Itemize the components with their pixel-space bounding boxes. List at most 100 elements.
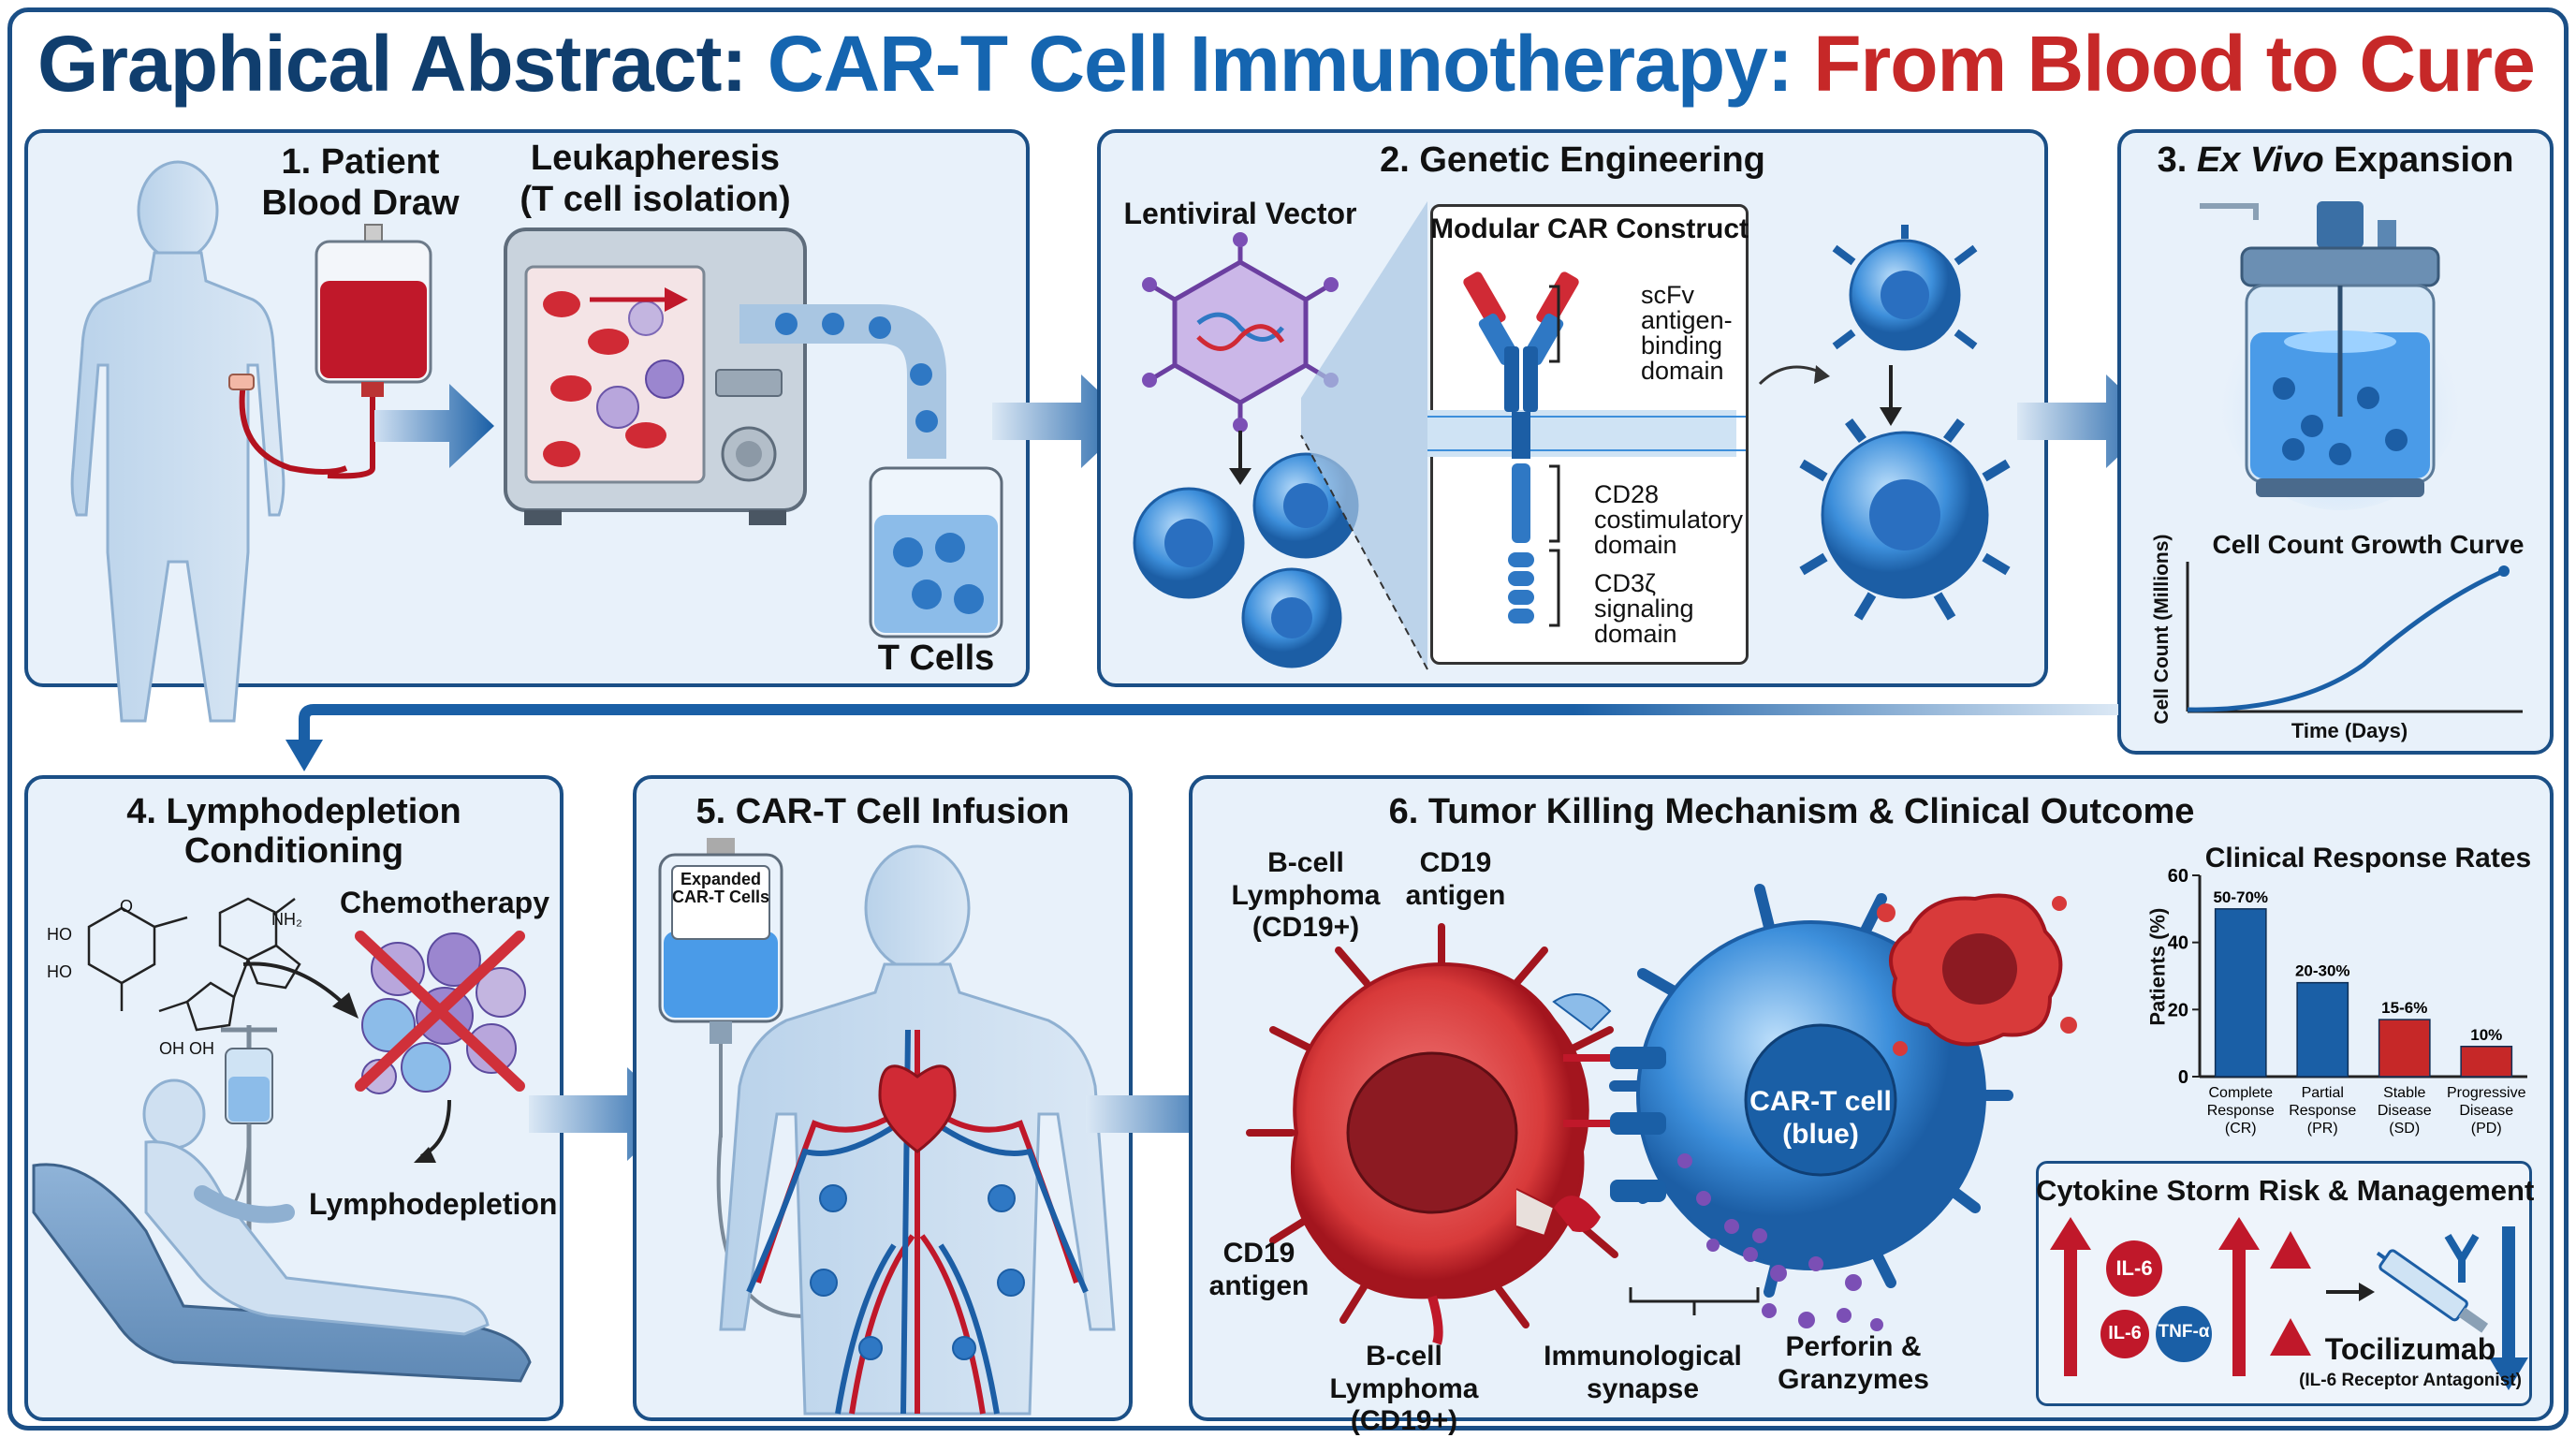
chart-category-label: Partial [2302,1085,2344,1101]
construct-title: Modular CAR Construct [1430,213,1749,244]
growth-curve-plot [2186,562,2523,713]
panel4-title-line2: Conditioning [183,831,404,871]
il6-badge-1: IL-6 [2115,1256,2153,1280]
arrow-right-icon [992,374,1131,468]
chart-category-label: Progressive [2447,1085,2526,1101]
growth-curve-title: Cell Count Growth Curve [2212,530,2525,559]
perforin-label: Perforin & Granzymes [1778,1331,1929,1395]
chart-category-label: Response [2289,1103,2356,1119]
growth-curve-xlabel: Time (Days) [2291,719,2408,742]
chart-data-label: 50-70% [2213,888,2268,906]
tumor-cell-icon [1246,923,1618,1345]
tcell-bag-icon [869,466,1003,638]
chem-label-ohoh: OH OH [159,1039,215,1058]
leukapheresis-subtitle: (T cell isolation) [520,180,791,219]
chart-y-tick-label: 20 [2168,1000,2188,1020]
chart-category-label: Stable [2383,1085,2425,1101]
chart-bar [2296,981,2349,1078]
chart-category-label: Response [2207,1103,2275,1119]
tnf-badge: TNF-α [2158,1322,2210,1342]
chart-y-tick-label: 40 [2168,933,2188,954]
zoom-wedge [1300,201,1428,670]
cytokine-title: Cytokine Storm Risk & Management [2036,1174,2535,1207]
chart-category-label: (PR) [2307,1121,2338,1137]
circulatory-body-icon [719,844,1116,1416]
chart-category-label: (SD) [2389,1121,2420,1137]
depleted-cells-icon [355,931,526,1094]
step1-label: 1. Patient Blood Draw [261,142,460,223]
lymphoma-bottom-label: B-cell Lymphoma (CD19+) [1329,1341,1479,1436]
car-construct-diagram [1427,271,1746,627]
apheresis-machine-icon [504,227,807,525]
drug-label: Tocilizumab [2324,1332,2496,1366]
panel3-title: 3. Ex Vivo Expansion [2117,140,2554,181]
chem-label-nh2: NH₂ [271,910,302,929]
chart-bar [2378,1019,2431,1078]
human-silhouette-icon [70,160,285,723]
car-t-cells-icon [1758,225,2011,621]
blood-bag-icon [315,224,432,479]
chart-data-label: 20-30% [2295,962,2350,980]
chemotherapy-label: Chemotherapy [339,886,550,919]
title-part2: CAR-T Cell Immunotherapy: [767,20,1793,108]
tcells-label: T Cells [877,638,995,678]
chart-data-label: 15-6% [2381,999,2427,1017]
chart-bar [2460,1046,2513,1078]
curved-arrow-icon [414,1099,451,1163]
cd19-left-label: CD19 antigen [1208,1238,1310,1301]
lymphoma-top-label: B-cell Lymphoma (CD19+) [1231,847,1381,943]
cd3-label: CD3ζ signaling domain [1594,569,1694,648]
chart-bar [2214,908,2267,1078]
panel3-title-rest: Expansion [2334,140,2514,180]
page-title: Graphical Abstract: CAR-T Cell Immunothe… [37,19,2536,110]
cd28-label: CD28 costimulatory domain [1594,480,1744,559]
lymphodepletion-label: Lymphodepletion [309,1187,558,1221]
panel2-title: 2. Genetic Engineering [1380,140,1765,180]
chart-data-label: 10% [2470,1026,2502,1044]
title-part1: Graphical Abstract: [37,20,747,108]
arrow-right-icon [374,384,494,468]
connector-arrow-icon [285,704,2118,771]
tcell-tube-icon [739,304,946,459]
chart-y-tick-label: 0 [2178,1067,2188,1088]
bioreactor-icon [2200,201,2462,510]
drug-sublabel: (IL-6 Receptor Antagonist) [2299,1371,2522,1390]
infusion-bag-icon [658,838,783,1137]
dying-tumor-cell-icon [1877,893,2077,1056]
chem-label-ho2: HO [47,962,72,981]
panel6-title: 6. Tumor Killing Mechanism & Clinical Ou… [1388,792,2195,831]
chart-y-tick-label: 60 [2168,866,2188,887]
chart-category-label: (CR) [2225,1121,2257,1137]
synapse-bracket [1629,1287,1760,1315]
growth-curve-ylabel: Cell Count (Millions) [2150,534,2173,725]
cart-cell-label: CAR-T cell (blue) [1749,1086,1892,1150]
synapse-label: Immunological synapse [1544,1341,1742,1404]
vector-label: Lentiviral Vector [1123,197,1357,230]
chem-label-o: O [120,897,134,916]
scfv-label: scFv antigen-binding domain [1641,281,1733,385]
lentivirus-icon [1142,232,1339,433]
chart-category-label: Disease [2378,1103,2432,1119]
panel4-title-line1: 4. Lymphodepletion [126,792,461,831]
chart-category-label: Complete [2209,1085,2274,1101]
panel5-title: 5. CAR-T Cell Infusion [695,792,1070,831]
panel3-title-italic: Ex Vivo [2196,140,2324,180]
chart-title: Clinical Response Rates [2204,843,2532,873]
il6-badge-2: IL-6 [2108,1323,2142,1343]
chart-category-label: (PD) [2471,1121,2502,1137]
panel3-title-num: 3. [2157,140,2188,180]
arrow-down-icon [1229,431,1251,485]
chem-label-ho1: HO [47,925,72,944]
cd19-top-label: CD19 antigen [1405,847,1506,911]
curved-arrow-icon [242,961,359,1019]
patient-chair-icon [32,1025,532,1383]
iv-line-icon [228,374,348,475]
leukapheresis-title: Leukapheresis [530,139,781,178]
title-part3: From Blood to Cure [1813,20,2536,108]
infusion-bag-label: Expanded CAR-T Cells [672,870,770,906]
perforin-granules-icon [1743,1247,1883,1331]
immunological-synapse-icon [1552,993,1666,1232]
chart-category-label: Disease [2459,1103,2513,1119]
cytokine-storm-icons [2050,1217,2528,1390]
